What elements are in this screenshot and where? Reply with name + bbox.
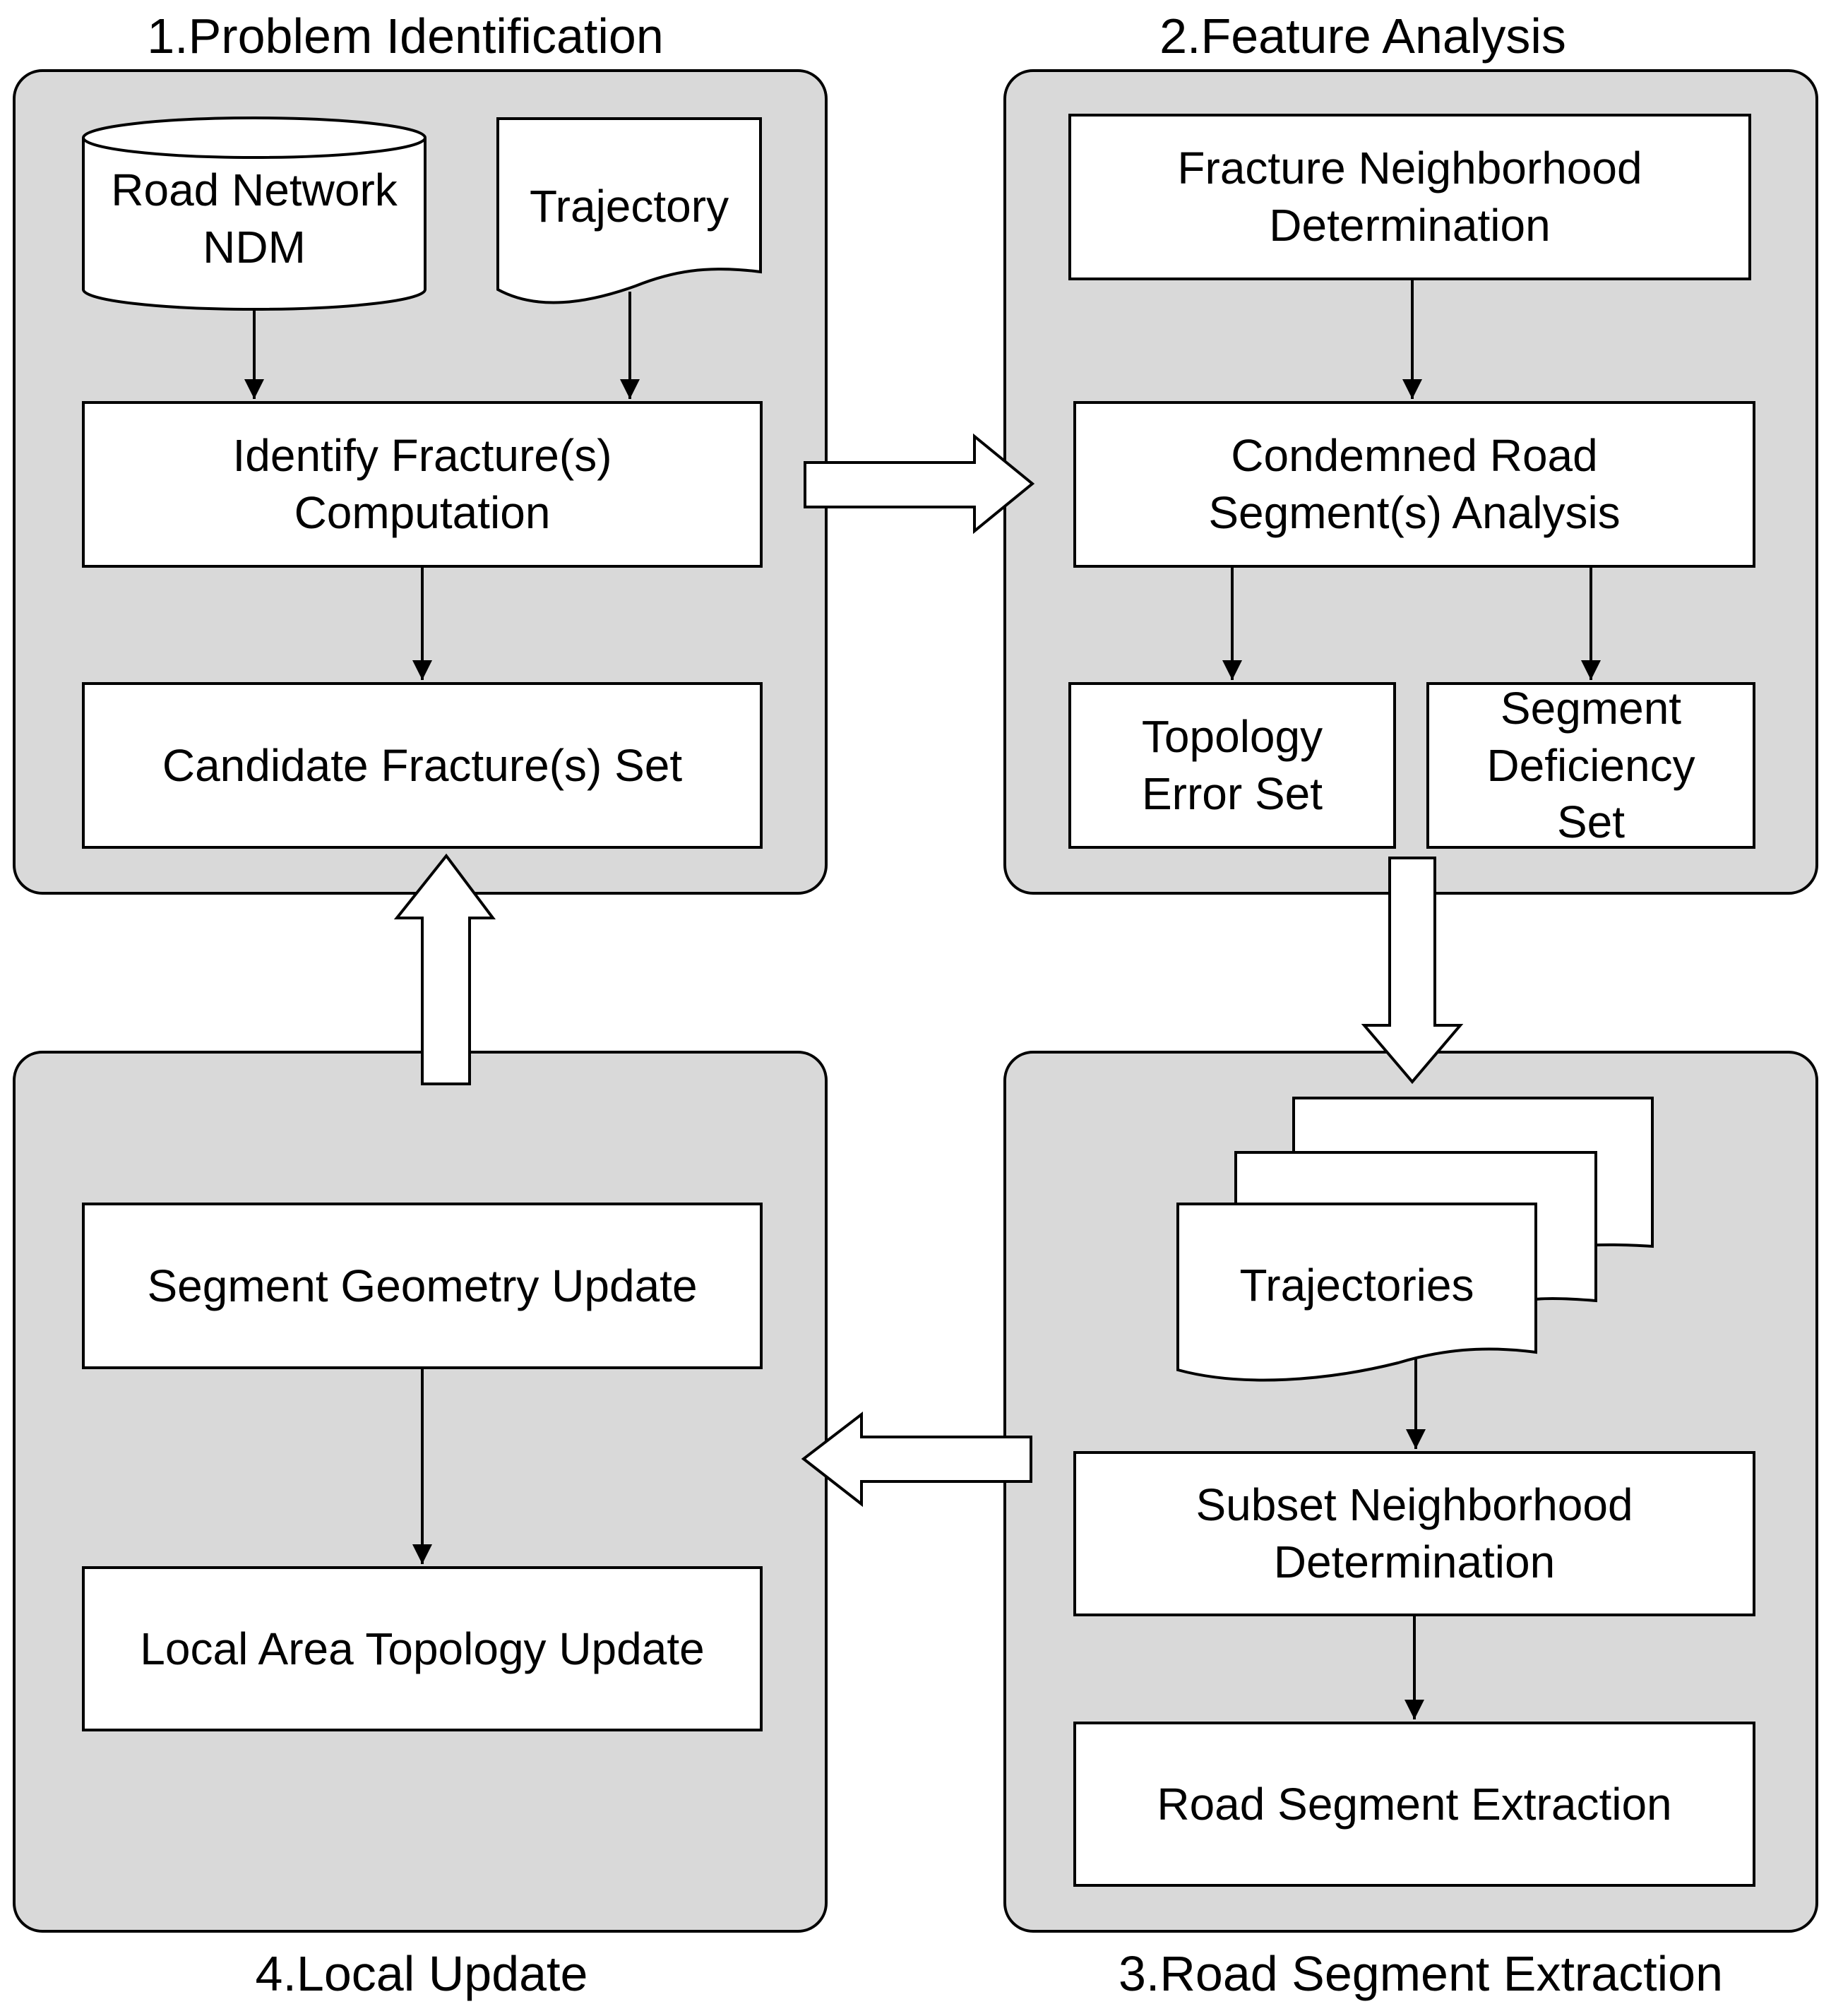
road-network-line-1: Road Network bbox=[111, 165, 398, 216]
flow-arrow-3-to-4 bbox=[801, 1411, 1032, 1508]
fracture-neighborhood-label: Fracture Neighborhood Determination bbox=[1070, 115, 1750, 279]
candidate-fracture-box bbox=[82, 682, 763, 849]
road-segment-extraction-box bbox=[1073, 1722, 1755, 1887]
subset-line-1: Subset Neighborhood bbox=[1195, 1479, 1633, 1531]
segment-geometry-box bbox=[82, 1203, 763, 1369]
flow-arrow-2-to-3 bbox=[1361, 857, 1464, 1085]
trajectory-document-shape bbox=[496, 117, 762, 304]
title-feature-analysis: 2.Feature Analysis bbox=[1159, 8, 1566, 64]
title-road-segment-extraction: 3.Road Segment Extraction bbox=[1118, 1946, 1724, 2001]
extraction-text: Road Segment Extraction bbox=[1157, 1778, 1672, 1830]
title-local-update: 4.Local Update bbox=[255, 1946, 588, 2001]
identify-line-1: Identify Fracture(s) bbox=[232, 430, 612, 482]
condemned-line-1: Condemned Road bbox=[1231, 430, 1598, 482]
road-network-line-2: NDM bbox=[203, 222, 306, 273]
deficiency-line-3: Set bbox=[1556, 797, 1626, 848]
road-network-cylinder bbox=[82, 117, 427, 311]
road-network-label: Road Network NDM bbox=[83, 159, 425, 279]
trajectories-label: Trajectories bbox=[1178, 1243, 1536, 1328]
neighborhood-line-2: Determination bbox=[1269, 200, 1551, 251]
identify-line-2: Computation bbox=[294, 487, 551, 538]
local-topology-box bbox=[82, 1566, 763, 1731]
flow-arrow-4-to-1 bbox=[393, 853, 496, 1085]
subset-neighborhood-box bbox=[1073, 1451, 1755, 1616]
condemned-segment-box bbox=[1073, 401, 1755, 568]
segment-geometry-label: Segment Geometry Update bbox=[83, 1204, 761, 1368]
subset-neighborhood-label: Subset Neighborhood Determination bbox=[1075, 1453, 1754, 1615]
condemned-line-2: Segment(s) Analysis bbox=[1208, 487, 1621, 538]
trajectories-document-front bbox=[1176, 1203, 1537, 1382]
candidate-fracture-label: Candidate Fracture(s) Set bbox=[83, 684, 761, 847]
topology-error-line-1: Topology bbox=[1141, 711, 1323, 763]
road-segment-extraction-label: Road Segment Extraction bbox=[1075, 1723, 1754, 1885]
title-problem-identification: 1.Problem Identification bbox=[147, 8, 664, 64]
trajectory-text: Trajectory bbox=[529, 181, 729, 232]
fracture-neighborhood-box bbox=[1068, 114, 1751, 280]
topology-error-box bbox=[1068, 682, 1396, 849]
deficiency-line-1: Segment bbox=[1500, 683, 1682, 734]
geometry-text: Segment Geometry Update bbox=[147, 1260, 698, 1311]
trajectories-text: Trajectories bbox=[1239, 1259, 1474, 1311]
subset-line-2: Determination bbox=[1273, 1537, 1556, 1587]
condemned-segment-label: Condemned Road Segment(s) Analysis bbox=[1075, 402, 1754, 566]
flow-arrow-1-to-2 bbox=[804, 433, 1035, 535]
identify-fracture-label: Identify Fracture(s) Computation bbox=[83, 402, 761, 566]
topology-text: Local Area Topology Update bbox=[140, 1623, 705, 1674]
segment-deficiency-label: Segment Deficiency Set bbox=[1428, 683, 1754, 847]
segment-deficiency-box bbox=[1426, 682, 1755, 849]
neighborhood-line-1: Fracture Neighborhood bbox=[1177, 143, 1642, 194]
trajectory-label: Trajectory bbox=[498, 162, 761, 251]
candidate-text: Candidate Fracture(s) Set bbox=[162, 739, 683, 791]
deficiency-line-2: Deficiency bbox=[1486, 739, 1695, 791]
topology-error-label: Topology Error Set bbox=[1070, 684, 1395, 847]
panel-local-update bbox=[13, 1051, 828, 1933]
topology-error-line-2: Error Set bbox=[1141, 768, 1323, 819]
local-topology-label: Local Area Topology Update bbox=[83, 1568, 761, 1730]
